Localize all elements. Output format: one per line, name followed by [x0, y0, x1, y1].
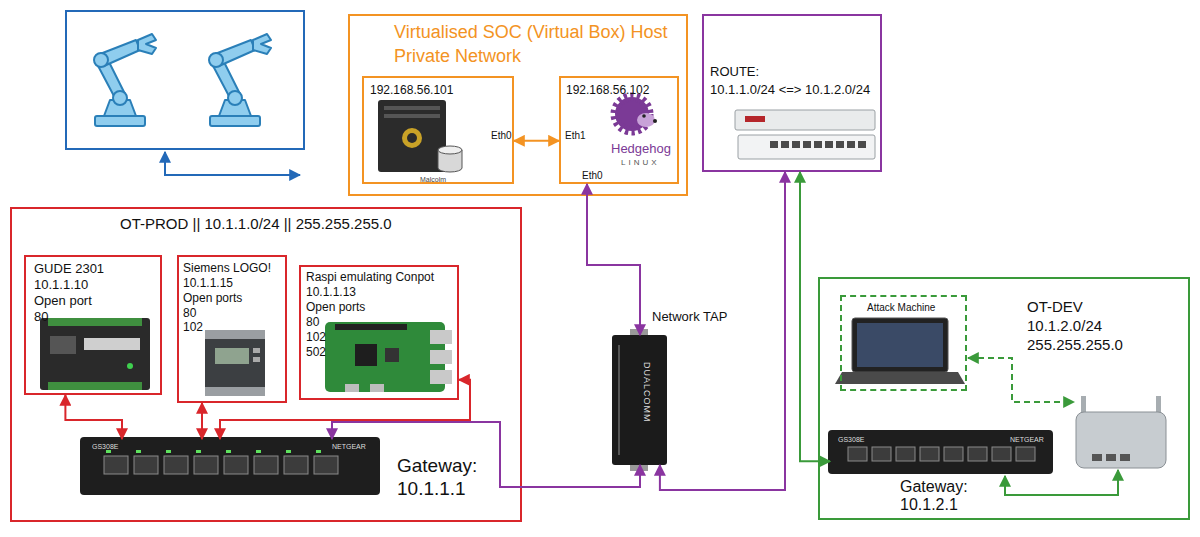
brand-label: NETGEAR — [1010, 436, 1044, 444]
group-title: Virtualised SOC (Virtual Box) Host Priva… — [394, 20, 669, 69]
ip-address: 10.1.1.13 — [306, 285, 356, 299]
server-icon — [378, 100, 462, 172]
ip-address: 192.168.56.101 — [370, 83, 453, 97]
logo-text: LINUX — [621, 158, 660, 168]
robot-frame — [66, 11, 304, 149]
device-name: Siemens LOGO! — [183, 261, 271, 275]
plc-icon — [205, 330, 265, 396]
power-controller-icon — [40, 318, 150, 390]
network-zone: OT-DEV10.1.2.0/24255.255.255.0Gateway: 1… — [818, 277, 1190, 520]
server-name: Malcolm — [420, 176, 446, 184]
network-link — [201, 403, 203, 439]
raspberry-pi-icon — [325, 322, 452, 392]
robot-arm-icon — [209, 34, 271, 126]
ip-address: 10.1.1.15 — [183, 276, 233, 290]
machine-label: Attack Machine — [867, 302, 935, 314]
interface-label: Eth0 — [491, 130, 512, 142]
port-number: 80 — [306, 315, 319, 329]
network-zone: OT-PROD || 10.1.1.0/24 || 255.255.255.0G… — [10, 207, 522, 522]
port-heading: Open port — [34, 293, 92, 309]
network-link — [65, 395, 122, 439]
brand-label: DUALCOMM — [641, 362, 652, 423]
network-link — [514, 140, 559, 142]
network-link — [332, 422, 640, 487]
device-box: GUDE 230110.1.1.10Open port80 — [24, 255, 162, 395]
switch-device: GS308E NETGEAR — [82, 439, 382, 497]
ip-address: 10.1.1.10 — [34, 277, 88, 293]
wifi-router-icon — [1076, 396, 1166, 468]
switch-icon — [80, 437, 380, 495]
port-number: 80 — [183, 306, 196, 320]
logo-text: Hedgehog — [611, 141, 671, 157]
network-link — [660, 172, 785, 490]
model-label: GS308E — [838, 436, 864, 444]
network-tap: Network TAPDUALCOMM — [612, 335, 667, 465]
tap-device-icon — [612, 329, 667, 471]
network-link — [587, 184, 640, 335]
server-box: 192.168.56.101Malcolm Eth0 — [362, 76, 514, 184]
zone-subnet: 10.1.2.0/24 — [1027, 317, 1102, 335]
port-number: 102 — [306, 330, 326, 344]
sensor-box: 192.168.56.102Eth1HedgehogLINUX Eth0 — [559, 76, 679, 184]
model-label: GS308E — [92, 443, 118, 451]
brand-label: NETGEAR — [332, 443, 366, 451]
route-title: ROUTE: — [710, 64, 759, 80]
lan-wire — [1005, 470, 1118, 495]
ip-address: 192.168.56.102 — [566, 83, 649, 97]
port-heading: Open ports — [306, 300, 365, 314]
network-link — [800, 172, 830, 461]
port-number: 102 — [183, 320, 203, 334]
switch-icon — [828, 430, 1053, 474]
port-number: 80 — [34, 309, 48, 325]
network-link — [220, 380, 470, 439]
gateway-label: Gateway: 10.1.1.1 — [397, 455, 509, 501]
interface-label: Eth1 — [565, 130, 586, 142]
switch-device: GS308E NETGEAR — [830, 432, 1055, 476]
device-box: Siemens LOGO!10.1.1.15Open ports80102 — [177, 255, 287, 403]
firewall-router-icon — [735, 110, 875, 159]
hedgehog-logo — [615, 97, 657, 131]
gateway-label: Gateway: 10.1.2.1 — [900, 478, 992, 515]
port-heading: Open ports — [183, 291, 242, 305]
robot-arm-icon — [94, 34, 156, 126]
port-number: 502 — [306, 345, 326, 359]
device-name: GUDE 2301 — [34, 261, 104, 277]
zone-mask: 255.255.255.0 — [1027, 336, 1123, 354]
device-box: Raspi emulating Conpot10.1.1.13Open port… — [299, 265, 459, 400]
robot-link-wire — [165, 152, 300, 175]
device-caption: Network TAP — [652, 309, 727, 325]
interface-label: Eth0 — [582, 170, 603, 182]
device-name: Raspi emulating Conpot — [306, 270, 434, 284]
laptop-icon — [835, 318, 965, 384]
attack-box: Attack Machine — [840, 295, 967, 391]
wifi-link — [968, 358, 1074, 402]
soc-group: Virtualised SOC (Virtual Box) Host Priva… — [348, 14, 688, 196]
zone-title: OT-PROD || 10.1.1.0/24 || 255.255.255.0 — [120, 215, 392, 233]
zone-title: OT-DEV — [1027, 298, 1083, 316]
router-box: ROUTE: 10.1.1.0/24 <=> 10.1.2.0/24 — [702, 14, 882, 172]
route-text: 10.1.1.0/24 <=> 10.1.2.0/24 — [710, 82, 870, 98]
